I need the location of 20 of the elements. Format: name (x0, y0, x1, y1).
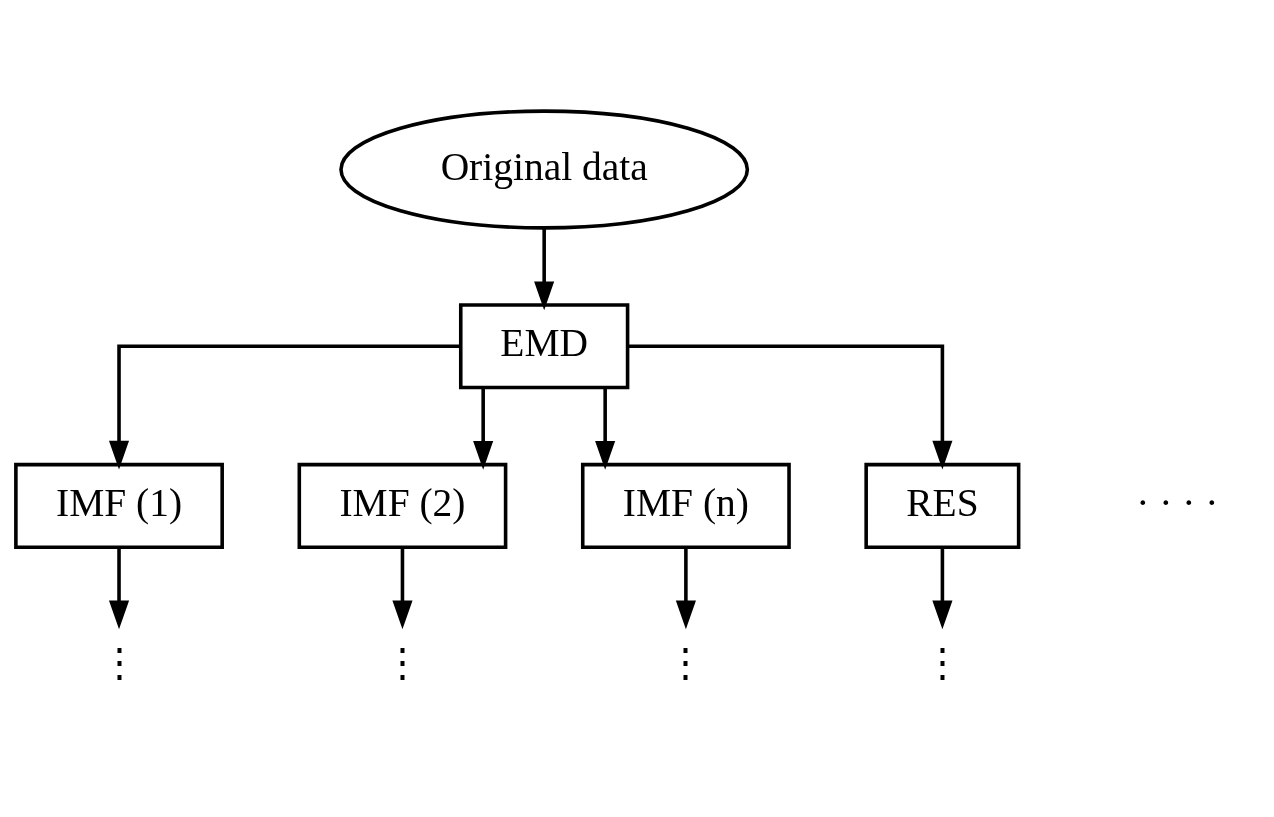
node-ellipse: Original data (339, 108, 750, 230)
node-box: IMF (2) (297, 462, 508, 549)
node-text: ⋮ (922, 640, 962, 685)
node-box: IMF (n) (580, 462, 791, 549)
node-text: ⋮ (99, 640, 139, 685)
arrow (675, 547, 696, 629)
node-box: IMF (1) (14, 462, 224, 549)
arrow (534, 227, 555, 310)
arrow (108, 547, 130, 629)
arrow (595, 387, 616, 470)
arrow (392, 547, 413, 629)
node-text: ⋮ (666, 640, 706, 685)
arrow (627, 343, 953, 469)
arrow (473, 387, 494, 470)
arrow (108, 343, 461, 469)
arrow (932, 547, 953, 629)
node-box: EMD (458, 302, 630, 389)
node-box: RES (864, 462, 1021, 549)
label: · · · · (1136, 480, 1219, 525)
node-text: ⋮ (382, 640, 422, 685)
